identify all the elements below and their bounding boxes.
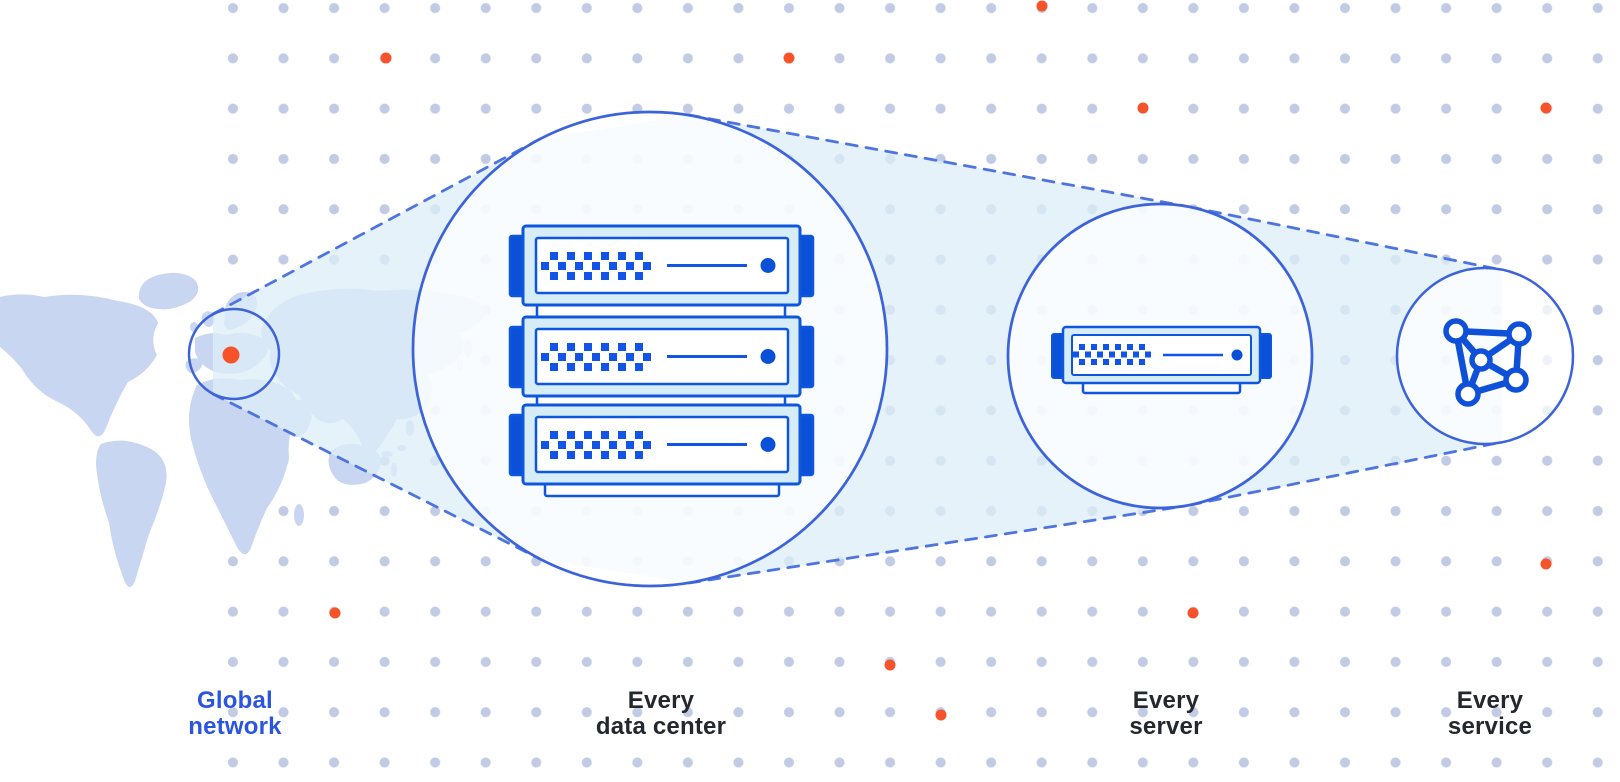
orange-accent-dot [1137, 102, 1149, 114]
label-line: Every [1456, 687, 1524, 714]
label-line: network [188, 712, 282, 740]
label-line: Global [197, 687, 273, 714]
orange-accent-dot [935, 709, 947, 721]
orange-accent-dot [783, 52, 795, 64]
label-global-network: Global network [188, 688, 281, 739]
label-every-data-center: Every data center [596, 688, 726, 739]
label-line: service [1447, 712, 1533, 740]
orange-accent-dot [1540, 102, 1552, 114]
zoom-cone-dashed-lines [211, 113, 1504, 585]
label-line: Every [627, 687, 695, 714]
orange-accent-dot [380, 52, 392, 64]
orange-accent-dot [884, 659, 896, 671]
label-every-service: Every service [1448, 688, 1532, 739]
orange-accent-dot [329, 607, 341, 619]
server-rack-icon [508, 224, 815, 498]
label-line: server [1129, 712, 1203, 740]
label-line: data center [595, 712, 727, 740]
label-line: Every [1132, 687, 1200, 714]
mesh-network-icon [1443, 318, 1532, 407]
server-icon [1051, 325, 1272, 395]
global-network-highlight-circle [187, 307, 281, 401]
orange-accent-dot [1540, 558, 1552, 570]
global-network-origin-dot [222, 346, 240, 364]
orange-accent-dot [1036, 0, 1048, 12]
label-every-server: Every server [1129, 688, 1202, 739]
orange-accent-dot [1187, 607, 1199, 619]
